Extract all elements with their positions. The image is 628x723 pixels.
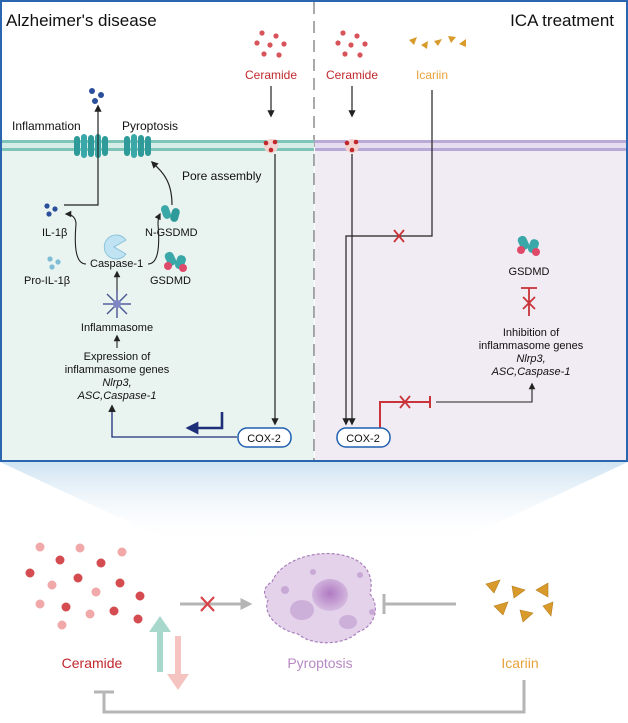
cox2-to-expression-arrow	[108, 404, 237, 438]
cox2-box-right	[336, 427, 391, 448]
increase-arrow	[149, 616, 171, 672]
n-gsdmd-label: N-GSDMD	[145, 227, 198, 239]
released-il1b-dots	[89, 88, 104, 104]
pyroptosis-label: Pyroptosis	[122, 119, 178, 133]
summary-ceramide-label: Ceramide	[62, 655, 123, 671]
cox2-inhibition-line	[379, 401, 430, 428]
summary-pyroptosis-label: Pyroptosis	[287, 655, 352, 671]
il1b-release-arrow	[64, 104, 102, 206]
gsdmd-icon-right	[517, 235, 540, 256]
pyroptotic-cell-icon	[263, 552, 376, 644]
icariin-inhibits-ceramide-line	[102, 680, 526, 714]
caspase1-label: Caspase-1	[90, 258, 143, 270]
right-icariin-label: Icariin	[416, 68, 448, 82]
ceramide-pyroptosis-block-x	[200, 596, 215, 612]
gsdmd-pore-right	[124, 134, 151, 158]
inflammasome-label: Inflammasome	[81, 322, 153, 334]
caspase1-icon	[103, 234, 127, 260]
left-ceramide-label: Ceramide	[245, 68, 297, 82]
right-membrane	[315, 140, 626, 151]
pore-assembly-label: Pore assembly	[182, 169, 261, 183]
right-ceramide-dots	[335, 30, 368, 58]
gsdmd-pore-left	[74, 134, 108, 158]
summary-icariin-label: Icariin	[501, 655, 538, 671]
left-membrane-ceramide	[263, 139, 278, 153]
gsdmd-label-right: GSDMD	[509, 266, 550, 278]
pro-il1b-label: Pro-IL-1β	[24, 275, 70, 287]
summary-ceramide-dots	[25, 542, 145, 630]
gsdmd-icon-left	[164, 251, 187, 272]
left-cytoplasm	[2, 147, 314, 460]
right-membrane-ceramide	[344, 139, 359, 153]
gsdmd-inhibit-bar	[521, 287, 537, 316]
right-icariin-triangles	[409, 36, 466, 49]
pore-assembly-arrow	[150, 160, 173, 206]
icariin-to-cox2-arrow	[342, 90, 433, 426]
inhibition-line1: Inhibition of	[503, 327, 560, 339]
cox2-inhibition-x	[399, 395, 411, 409]
right-ceramide-label: Ceramide	[326, 68, 378, 82]
cox2-activation-hook	[208, 412, 224, 430]
decrease-arrow	[167, 636, 189, 690]
il1b-dots	[44, 203, 58, 217]
right-panel-title: ICA treatment	[510, 11, 614, 30]
inhibition-line2: inflammasome genes	[479, 340, 584, 352]
expression-line2: inflammasome genes	[65, 364, 170, 376]
left-ceramide-dots	[254, 30, 287, 58]
left-panel-title: Alzheimer's disease	[6, 11, 157, 30]
cox2-label-right: COX-2	[346, 433, 380, 445]
expression-line4: ASC,Caspase-1	[77, 390, 157, 402]
inflammasome-icon	[103, 290, 131, 318]
il1b-label: IL-1β	[42, 227, 67, 239]
icariin-block-x	[393, 229, 405, 243]
gsdmd-label-left: GSDMD	[150, 275, 191, 287]
projection-beam	[0, 462, 628, 545]
cox2-box-left	[237, 427, 292, 448]
pro-il1b-cleavage-arrow	[64, 210, 87, 265]
gsdmd-cleavage-arrow	[147, 212, 161, 265]
to-inhibition-arrow	[436, 382, 536, 403]
inhibition-line3: Nlrp3,	[516, 353, 545, 365]
left-membrane	[2, 140, 314, 151]
inhibition-line4: ASC,Caspase-1	[491, 366, 571, 378]
expression-line1: Expression of	[84, 351, 152, 363]
cox2-label-left: COX-2	[247, 433, 281, 445]
summary-icariin-triangles	[485, 579, 554, 623]
top-panel	[0, 0, 628, 462]
right-cytoplasm	[315, 147, 626, 460]
inflammation-label: Inflammation	[12, 119, 81, 133]
pro-il1b-dots	[47, 256, 61, 270]
n-gsdmd-icon	[160, 205, 180, 222]
expression-line3: Nlrp3,	[102, 377, 131, 389]
